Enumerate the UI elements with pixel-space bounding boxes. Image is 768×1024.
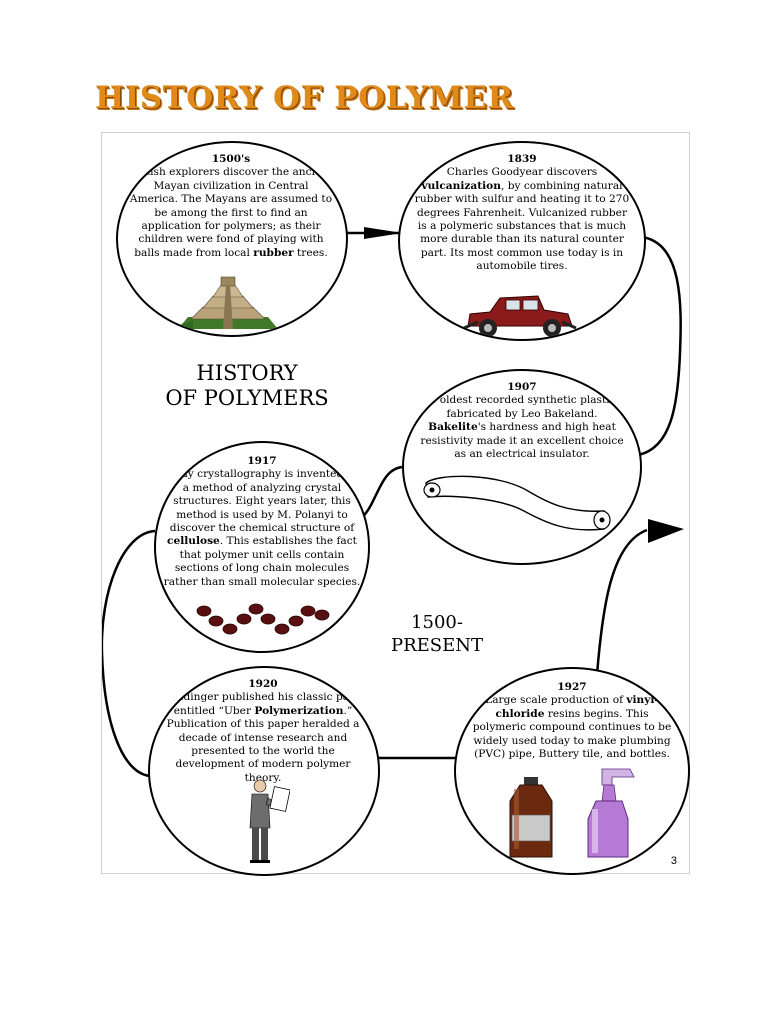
event-1839: 1839 Charles Goodyear discovers vulcaniz…	[398, 141, 646, 341]
timeline-panel: 1500's British explorers discover the an…	[101, 132, 690, 876]
jug-bottle-icon	[509, 777, 553, 858]
event-1907: 1907 The oldest recorded synthetic plast…	[402, 369, 642, 565]
man-reading-paper-icon	[249, 779, 290, 863]
event-year: 1927	[557, 681, 587, 693]
arrowhead-present	[648, 519, 684, 543]
event-year: 1839	[507, 153, 537, 165]
connector-1917-to-1920	[102, 529, 156, 778]
spray-bottle-icon	[587, 768, 635, 858]
arrowhead-1	[364, 227, 402, 239]
event-year: 1500's	[211, 153, 251, 165]
event-1500s: 1500's British explorers discover the an…	[116, 141, 348, 337]
bakelite-insulator-icon	[423, 475, 611, 531]
connector-1839-to-1907	[637, 235, 682, 457]
connector-lines	[102, 227, 684, 778]
page-title: HISTORY OF POLYMER	[95, 80, 514, 116]
event-1920-text: 1920 Staudinger published his classic pa…	[158, 678, 368, 784]
event-1920: 1920 Staudinger published his classic pa…	[148, 666, 380, 876]
vintage-car-icon	[463, 295, 577, 337]
connector-1927-to-present	[594, 528, 648, 689]
event-year: 1920	[248, 678, 278, 690]
event-1839-text: 1839 Charles Goodyear discovers vulcaniz…	[414, 153, 630, 273]
event-1927-text: 1927 Large scale production of vinyl-chl…	[468, 681, 676, 761]
event-1917: 1917 X-ray crystallography is invented a…	[154, 441, 370, 653]
event-1500s-text: 1500's British explorers discover the an…	[129, 153, 333, 259]
event-1927: 1927 Large scale production of vinyl-chl…	[454, 667, 690, 875]
event-year: 1917	[247, 455, 277, 467]
event-year: 1907	[507, 381, 537, 393]
polymer-chain-icon	[196, 603, 330, 635]
date-range-label: 1500- PRESENT	[390, 612, 484, 656]
event-1907-text: 1907 The oldest recorded synthetic plast…	[416, 381, 628, 461]
event-1917-text: 1917 X-ray crystallography is invented a…	[163, 455, 361, 588]
diagram-title: HISTORY OF POLYMERS	[165, 361, 329, 410]
page-number: 3	[670, 855, 677, 867]
mayan-pyramid-icon	[175, 276, 278, 329]
